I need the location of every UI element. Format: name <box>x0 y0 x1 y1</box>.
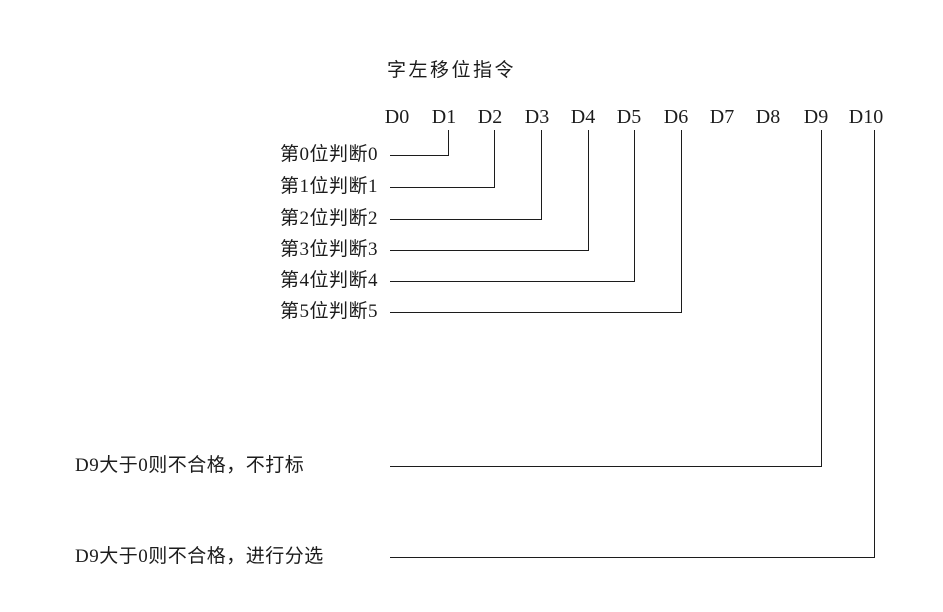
connector-horizontal-d4 <box>390 250 589 251</box>
connector-vertical-d6 <box>681 130 682 313</box>
connector-horizontal-d3 <box>390 219 542 220</box>
register-label-d1: D1 <box>431 106 457 128</box>
connector-horizontal-d2 <box>390 187 495 188</box>
register-label-d9: D9 <box>803 106 829 128</box>
connector-vertical-d10 <box>874 130 875 558</box>
connector-horizontal-d5 <box>390 281 635 282</box>
register-label-d3: D3 <box>524 106 550 128</box>
branch-label-d4: 第3位判断3 <box>279 239 378 260</box>
branch-label-d3: 第2位判断2 <box>279 208 378 229</box>
connector-horizontal-d6 <box>390 312 682 313</box>
diagram-title: 字左移位指令 <box>387 60 517 81</box>
connector-vertical-d1 <box>448 130 449 156</box>
connector-vertical-d4 <box>588 130 589 251</box>
connector-vertical-d3 <box>541 130 542 220</box>
register-label-d5: D5 <box>616 106 642 128</box>
connector-vertical-d2 <box>494 130 495 188</box>
register-label-d7: D7 <box>709 106 735 128</box>
connector-horizontal-d10 <box>390 557 875 558</box>
register-label-d2: D2 <box>477 106 503 128</box>
register-label-d8: D8 <box>755 106 781 128</box>
branch-label-d9: D9大于0则不合格，不打标 <box>75 455 305 476</box>
branch-label-d6: 第5位判断5 <box>279 301 378 322</box>
branch-label-d5: 第4位判断4 <box>279 270 378 291</box>
connector-horizontal-d9 <box>390 466 822 467</box>
register-label-d4: D4 <box>570 106 596 128</box>
register-label-d0: D0 <box>384 106 410 128</box>
branch-label-d1: 第0位判断0 <box>279 144 378 165</box>
branch-label-d10: D9大于0则不合格，进行分选 <box>75 546 324 567</box>
branch-label-d2: 第1位判断1 <box>279 176 378 197</box>
connector-vertical-d5 <box>634 130 635 282</box>
register-label-d10: D10 <box>848 106 884 128</box>
connector-vertical-d9 <box>821 130 822 467</box>
register-label-d6: D6 <box>663 106 689 128</box>
connector-horizontal-d1 <box>390 155 449 156</box>
